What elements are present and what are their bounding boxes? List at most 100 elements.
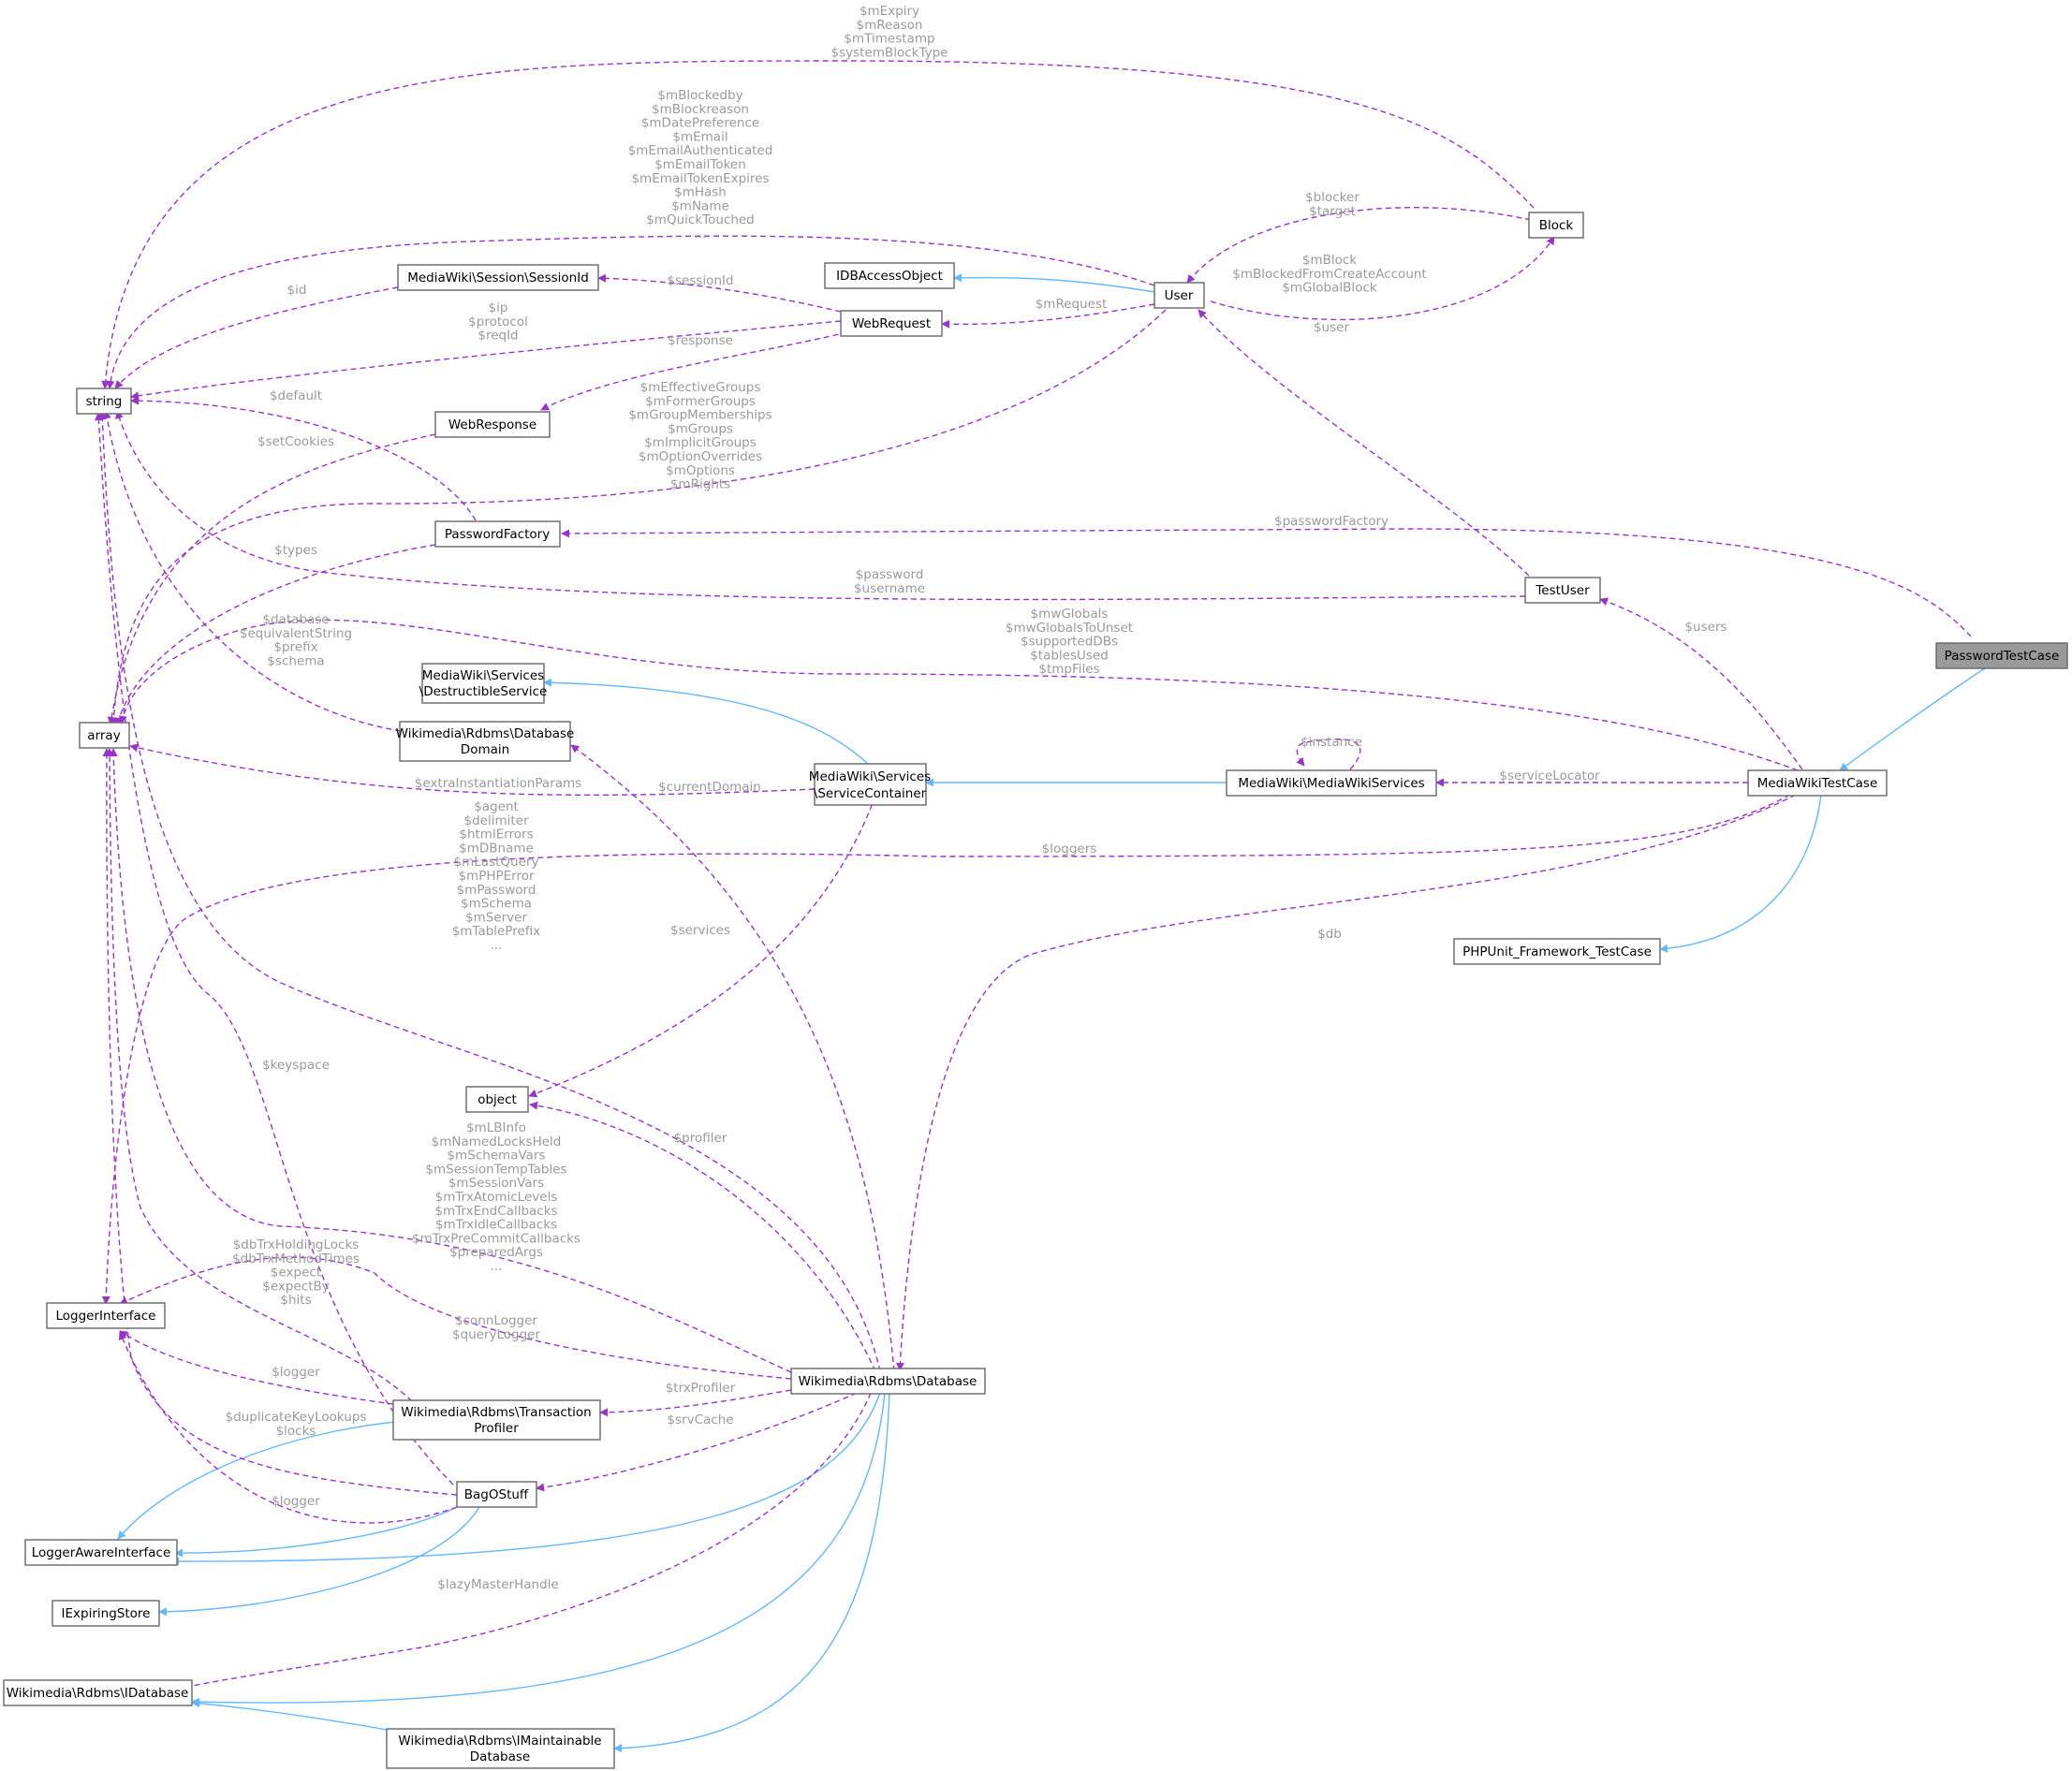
edge-servicecontainer-destructibleservice [543,678,872,768]
node-array[interactable]: array [79,722,130,749]
label-line: $mExpiry [860,4,919,19]
node-phpunit-framework-testcase[interactable]: PHPUnit_Framework_TestCase [1453,938,1661,965]
label-line: $loggers [1042,842,1097,856]
node-string[interactable]: string [76,388,132,415]
label-line: $expect [271,1266,321,1281]
label-database-array: $mLBInfo$mNamedLocksHeld$mSchemaVars$mSe… [412,1120,580,1274]
node-label: MediaWiki\MediaWikiServices [1238,776,1424,791]
label-line: $default [270,388,322,403]
label-line: $queryLogger [452,1327,541,1342]
label-line: $hits [280,1293,311,1308]
label-line: $dbTrxMethodTimes [232,1251,360,1266]
label-database-bagostuff: $srvCache [667,1412,733,1427]
node-user[interactable]: User [1154,282,1205,309]
node-destructibleservice[interactable]: MediaWiki\Services \DestructibleService [419,663,548,704]
edge-imaintainabledatabase-idatabase [191,1699,388,1731]
node-databasedomain[interactable]: Wikimedia\Rdbms\Database Domain [396,721,575,762]
node-iexpiringstore[interactable]: IExpiringStore [51,1600,160,1627]
label-line: $mTrxEndCallbacks [434,1204,557,1219]
label-line: $target [1309,204,1356,219]
edge-transactionprofiler-loggerinterface [119,1330,413,1408]
node-label: PasswordFactory [445,527,550,542]
node-imaintainabledatabase[interactable]: Wikimedia\Rdbms\IMaintainable Database [386,1728,615,1769]
label-database-databasedomain: $currentDomain [658,780,761,795]
edge-servicecontainer-object [528,795,876,1098]
label-line: $lazyMasterHandle [437,1577,558,1592]
edge-user-string [106,235,1155,389]
nodes: PasswordTestCase MediaWikiTestCase PHPUn… [3,212,2068,1769]
label-line: $id [287,283,307,298]
label-line: $user [1314,320,1349,335]
edge-user-webrequest [941,303,1155,329]
node-label: PasswordTestCase [1945,649,2060,664]
label-line: $mPassword [457,883,536,898]
node-testuser[interactable]: TestUser [1524,577,1601,604]
node-idatabase[interactable]: Wikimedia\Rdbms\IDatabase [3,1679,193,1706]
label-line: $profiler [674,1131,727,1146]
edge-database-databasedomain [570,744,895,1372]
label-line: $mGlobalBlock [1282,281,1376,296]
label-line: $reqId [478,329,518,344]
node-label: LoggerAwareInterface [32,1545,171,1560]
label-line: $mEmailAuthenticated [628,143,773,158]
node-loggerinterface[interactable]: LoggerInterface [46,1302,166,1329]
label-line: $mImplicitGroups [644,435,757,450]
node-transactionprofiler[interactable]: Wikimedia\Rdbms\Transaction Profiler [392,1399,601,1441]
label-database-idatabase: $lazyMasterHandle [437,1577,558,1592]
label-user-string: $mBlockedby$mBlockreason$mDatePreference… [628,88,773,242]
label-mediawikitestcase-mediawikiservices: $serviceLocator [1499,768,1600,783]
label-database-transactionprofiler: $trxProfiler [666,1381,736,1396]
node-sessionid[interactable]: MediaWiki\Session\SessionId [397,264,599,291]
node-label: IDBAccessObject [836,269,943,284]
label-servicecontainer-object: $services [670,923,730,938]
node-webresponse[interactable]: WebResponse [434,411,551,438]
label-line: $mTrxPreCommitCallbacks [412,1231,580,1246]
node-idbaccessobject[interactable]: IDBAccessObject [824,262,955,289]
node-passwordfactory[interactable]: PasswordFactory [434,520,561,548]
node-label-line1: MediaWiki\Services [809,769,931,784]
label-mediawikitestcase-loggerinterface: $loggers [1042,842,1097,856]
label-line: $systemBlockType [831,45,948,60]
label-line: $mGroupMemberships [628,408,771,423]
edge-database-imaintainabledatabase [613,1392,890,1753]
label-line: $currentDomain [658,780,761,795]
node-label: TestUser [1535,583,1590,598]
label-line: $db [1317,927,1342,942]
node-servicecontainer[interactable]: MediaWiki\Services \ServiceContainer [809,763,931,806]
label-line: $mDatePreference [641,116,759,131]
node-label: LoggerInterface [56,1309,156,1324]
label-line: $connLogger [455,1313,537,1328]
label-block-string: $mExpiry$mReason$mTimestamp$systemBlockT… [831,4,948,60]
edge-database-string [97,411,881,1372]
node-passwordtestcase[interactable]: PasswordTestCase [1935,642,2068,669]
label-line: $logger [272,1365,320,1380]
label-line: $mSessionTempTables [425,1162,566,1177]
node-mediawikitestcase[interactable]: MediaWikiTestCase [1747,769,1888,797]
edge-servicecontainer-array [129,743,816,797]
node-database[interactable]: Wikimedia\Rdbms\Database [790,1368,986,1395]
label-line: $supportedDBs [1021,635,1118,650]
label-line: $tmpFiles [1038,662,1099,677]
label-user-webrequest: $mRequest [1036,297,1108,312]
node-block[interactable]: Block [1528,212,1584,239]
edge-passwordfactory-array [114,544,436,726]
edge-database-transactionprofiler [599,1389,792,1417]
label-line: $equivalentString [240,626,352,641]
label-line: $mBlockedby [657,88,742,103]
label-line: $password [856,567,924,582]
node-webrequest[interactable]: WebRequest [840,310,943,337]
label-line: $duplicateKeyLookups [226,1410,367,1425]
label-line: $logger [272,1494,320,1509]
label-transactionprofiler-loggerinterface: $logger [272,1365,320,1380]
label-passwordfactory-array: $types [274,543,317,558]
edge-mediawikitestcase-loggerinterface [101,794,1791,1305]
node-object[interactable]: object [465,1086,529,1113]
node-mediawikiservices[interactable]: MediaWiki\MediaWikiServices [1226,769,1437,797]
label-line: $instance [1301,735,1362,750]
node-label: PHPUnit_Framework_TestCase [1462,944,1652,959]
node-bagostuff[interactable]: BagOStuff [456,1481,537,1508]
label-line: $mEmailTokenExpires [631,171,769,186]
label-line: $keyspace [262,1058,330,1073]
label-line: $serviceLocator [1499,768,1600,783]
node-loggerawareinterface[interactable]: LoggerAwareInterface [24,1539,178,1566]
